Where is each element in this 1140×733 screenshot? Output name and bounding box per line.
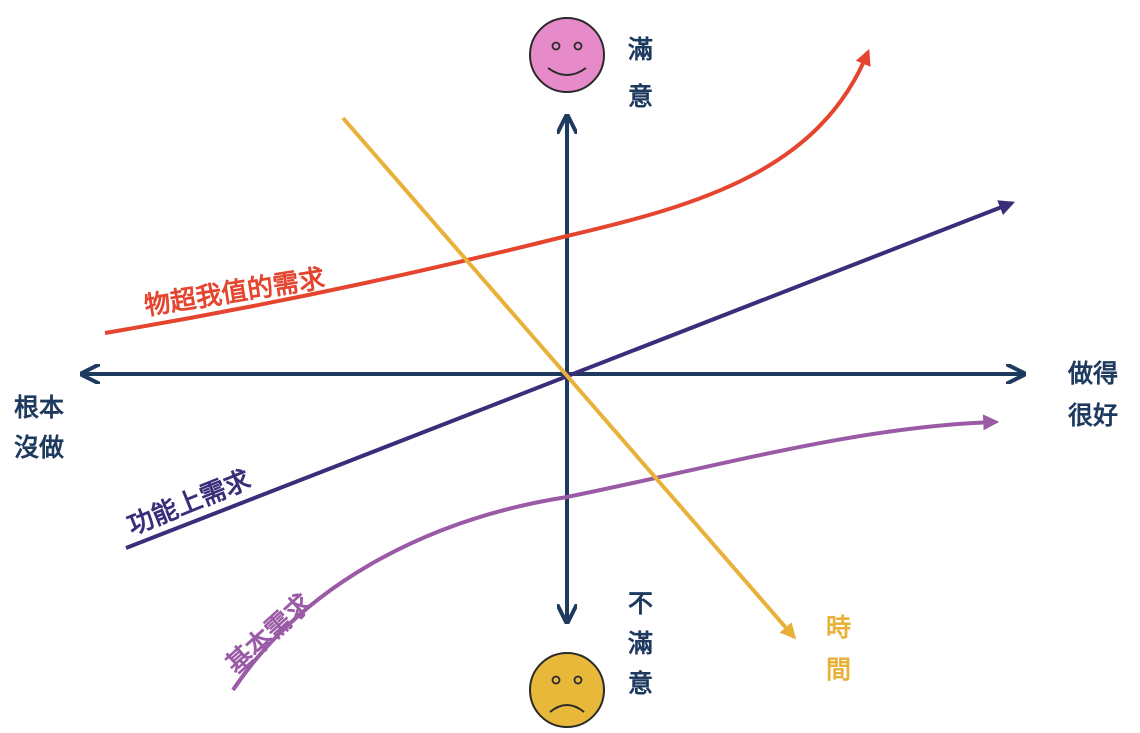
done-well-label-line-2: 很好 <box>1068 401 1118 430</box>
sad-face-icon <box>529 652 605 728</box>
exciting-curve <box>104 49 871 335</box>
time-label-char-1: 時 <box>826 613 851 642</box>
dissatisfied-label-char-1: 不 <box>628 589 653 618</box>
dissatisfied-label-char-2: 滿 <box>628 629 653 658</box>
happy-face-icon <box>529 17 605 93</box>
basic-curve-label: 基本需求 <box>221 588 318 680</box>
satisfied-label-char-2: 意 <box>628 82 653 111</box>
not-done-label-line-2: 沒做 <box>14 433 64 462</box>
time-label-char-2: 間 <box>826 655 851 684</box>
dissatisfied-label-char-3: 意 <box>628 669 653 698</box>
done-well-label-line-1: 做得 <box>1067 359 1118 388</box>
basic-curve <box>231 414 1000 692</box>
exciting-curve-label: 物超我值的需求 <box>142 263 327 322</box>
performance-curve-label: 功能上需求 <box>123 464 255 541</box>
time-arrow <box>341 116 797 640</box>
not-done-label-line-1: 根本 <box>14 393 64 422</box>
satisfied-label-char-1: 滿 <box>628 35 653 64</box>
